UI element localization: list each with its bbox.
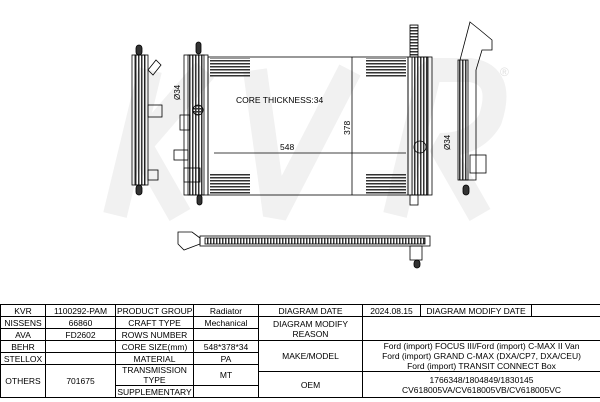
diagram-date-value: 2024.08.15 <box>362 304 421 317</box>
ava-value: FD2602 <box>45 328 116 341</box>
rows-number-value <box>193 328 259 341</box>
others-value: 701675 <box>45 364 116 398</box>
behr-value <box>45 340 116 353</box>
kvr-label: KVR <box>0 304 46 317</box>
transmission-label: TRANSMISSION TYPE <box>115 364 194 386</box>
side-view-left <box>131 44 163 196</box>
left-tank <box>173 41 209 206</box>
craft-type-value: Mechanical <box>193 316 259 329</box>
pipe-diameter-right: Ø34 <box>443 134 452 150</box>
oem-line: CV618005VA/CV618005VB/CV618005VC <box>401 384 562 395</box>
craft-type-label: CRAFT TYPE <box>115 316 194 329</box>
nissens-label: NISSENS <box>0 316 46 329</box>
make-model-value: Ford (import) FOCUS III/Ford (import) C-… <box>362 340 600 372</box>
watermark-registered: ® <box>500 65 509 79</box>
others-label: OTHERS <box>0 364 46 398</box>
make-model-line: Ford (import) TRANSIT CONNECT Box <box>407 361 556 371</box>
supplementary-value <box>193 385 259 398</box>
right-tank <box>407 24 433 206</box>
stellox-label: STELLOX <box>0 352 46 365</box>
make-model-line: Ford (import) GRAND C-MAX (DXA/CP7, DXA/… <box>382 351 581 361</box>
product-group-value: Radiator <box>193 304 259 317</box>
supplementary-label: SUPPLEMENTARY <box>115 385 194 398</box>
core-size-label: CORE SIZE(mm) <box>115 340 194 353</box>
height-dimension: 378 <box>342 121 352 135</box>
ava-label: AVA <box>0 328 46 341</box>
oem-value: 1766348/1804849/1830145 CV618005VA/CV618… <box>362 371 600 398</box>
spec-table: KVR 1100292-PAM PRODUCT GROUP Radiator D… <box>0 304 600 398</box>
material-value: PA <box>193 352 259 365</box>
transmission-value: MT <box>193 364 259 386</box>
oem-label: OEM <box>258 371 363 398</box>
rows-number-label: ROWS NUMBER <box>115 328 194 341</box>
diagram-modify-date-value <box>531 304 600 317</box>
bottom-view <box>177 231 431 269</box>
kvr-value: 1100292-PAM <box>45 304 116 317</box>
watermark-logo <box>103 58 507 221</box>
radiator-drawing: CORE THICKNESS:34 548 378 Ø34 Ø34 ® <box>103 21 509 269</box>
radiator-svg: CORE THICKNESS:34 548 378 Ø34 Ø34 <box>103 21 507 269</box>
material-label: MATERIAL <box>115 352 194 365</box>
behr-label: BEHR <box>0 340 46 353</box>
modify-reason-value <box>362 316 600 341</box>
make-model-label: MAKE/MODEL <box>258 340 363 372</box>
oem-line: 1766348/1804849/1830145 <box>429 374 534 385</box>
side-view-right <box>457 21 493 196</box>
core-size-value: 548*378*34 <box>193 340 259 353</box>
pipe-diameter-left: Ø34 <box>173 84 182 100</box>
nissens-value: 66860 <box>45 316 116 329</box>
make-model-line: Ford (import) FOCUS III/Ford (import) C-… <box>383 341 580 352</box>
radiator-core <box>207 56 409 196</box>
product-group-label: PRODUCT GROUP <box>115 304 194 317</box>
stellox-value <box>45 352 116 365</box>
diagram-modify-date-label: DIAGRAM MODIFY DATE <box>420 304 532 317</box>
modify-reason-label: DIAGRAM MODIFY REASON <box>258 316 363 341</box>
core-thickness-label: CORE THICKNESS:34 <box>236 95 324 105</box>
width-dimension: 548 <box>280 142 294 152</box>
diagram-date-label: DIAGRAM DATE <box>258 304 363 317</box>
